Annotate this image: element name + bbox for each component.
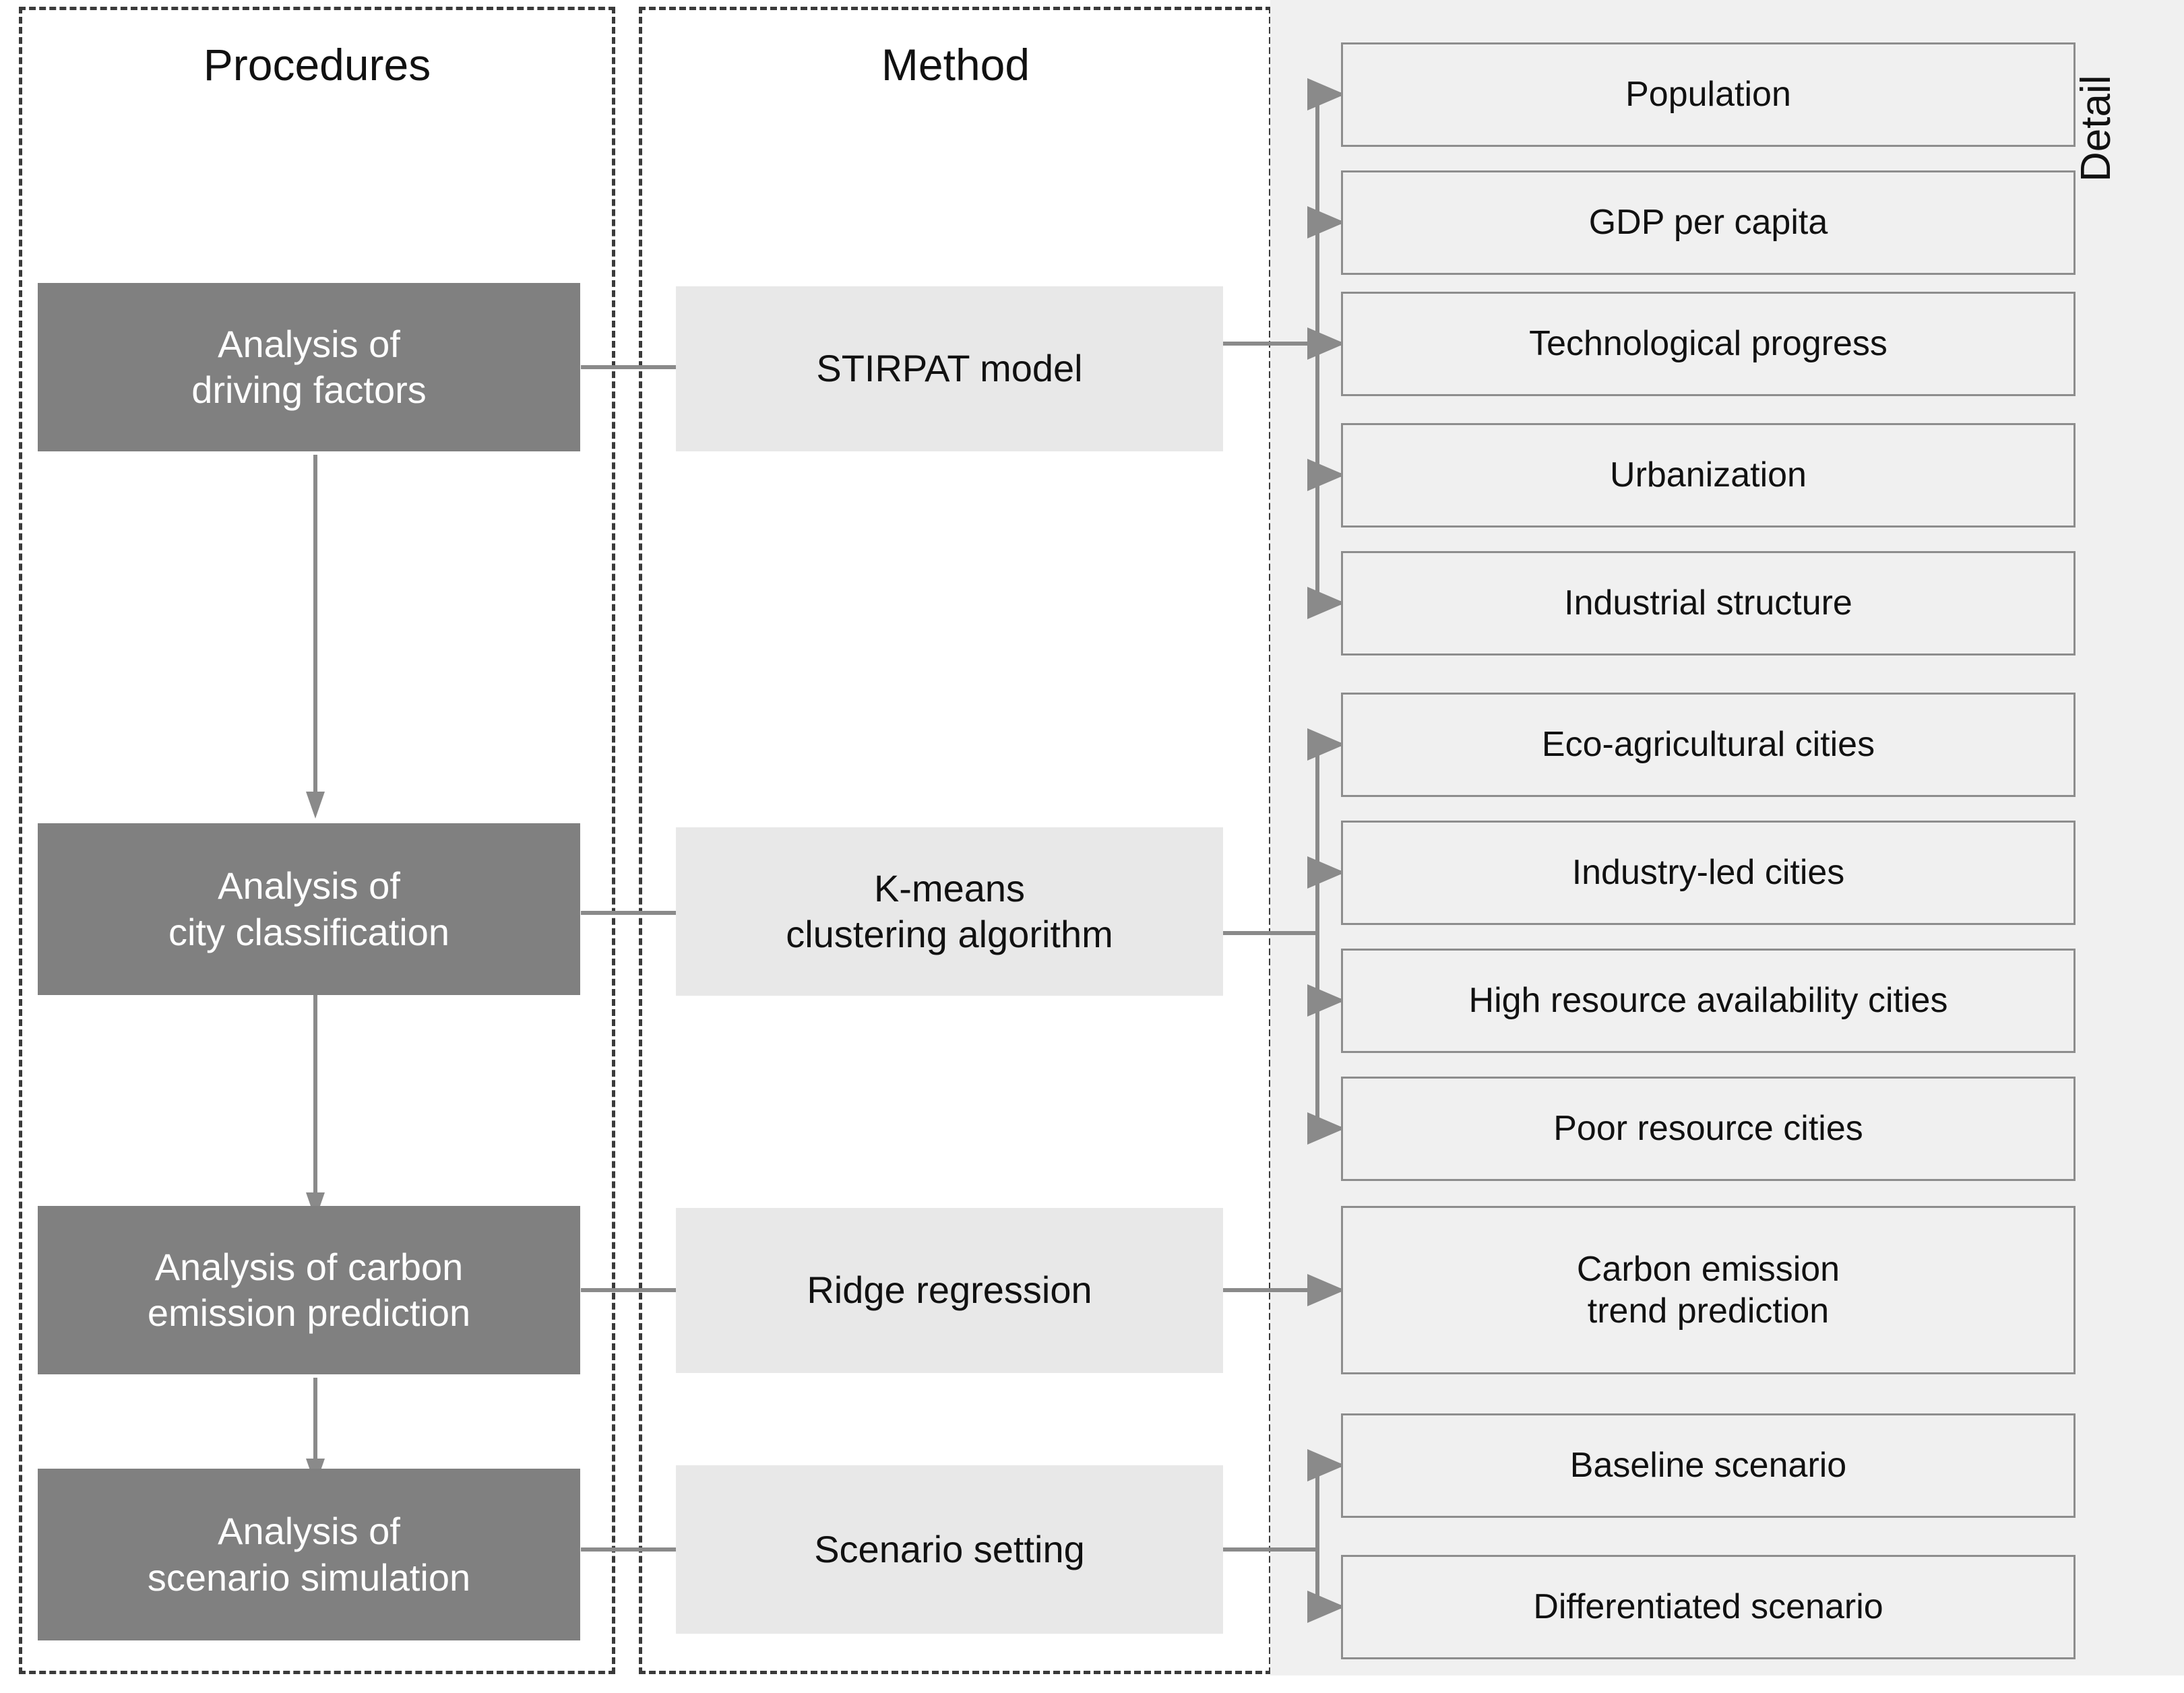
detail-box-differentiated-scenario[interactable]: Differentiated scenario: [1341, 1555, 2076, 1659]
procedures-panel: [19, 7, 615, 1674]
detail-box-industrial-structure[interactable]: Industrial structure: [1341, 551, 2076, 656]
procedure-line-2: emission prediction: [147, 1291, 471, 1334]
method-column-header: Method: [881, 40, 1030, 90]
procedures-column-header: Procedures: [203, 40, 431, 90]
detail-label: Differentiated scenario: [1533, 1587, 1883, 1627]
method-box-stirpat-model[interactable]: STIRPAT model: [676, 286, 1223, 451]
detail-label: Eco-agricultural cities: [1541, 725, 1875, 765]
procedure-line-2: scenario simulation: [147, 1556, 471, 1599]
detail-box-technological-progress[interactable]: Technological progress: [1341, 292, 2076, 396]
procedure-box-carbon-emission-prediction[interactable]: Analysis of carbon emission prediction: [38, 1206, 580, 1374]
method-box-kmeans-clustering[interactable]: K-means clustering algorithm: [676, 827, 1223, 996]
method-box-ridge-regression[interactable]: Ridge regression: [676, 1208, 1223, 1373]
detail-box-urbanization[interactable]: Urbanization: [1341, 423, 2076, 528]
detail-box-high-resource-availability-cities[interactable]: High resource availability cities: [1341, 949, 2076, 1053]
method-line-1: Ridge regression: [807, 1269, 1092, 1312]
detail-label: Population: [1625, 75, 1791, 115]
detail-label-line-2: trend prediction: [1587, 1291, 1830, 1331]
method-line-1: Scenario setting: [814, 1527, 1085, 1570]
detail-label: Technological progress: [1529, 324, 1887, 364]
procedure-box-city-classification[interactable]: Analysis of city classification: [38, 823, 580, 995]
detail-label-line-1: Carbon emission: [1576, 1249, 1840, 1289]
detail-box-baseline-scenario[interactable]: Baseline scenario: [1341, 1413, 2076, 1518]
detail-box-gdp-per-capita[interactable]: GDP per capita: [1341, 170, 2076, 275]
procedure-box-driving-factors[interactable]: Analysis of driving factors: [38, 283, 580, 451]
method-line-1: K-means: [873, 866, 1026, 909]
method-line-1: STIRPAT model: [816, 347, 1083, 390]
detail-label: GDP per capita: [1588, 203, 1828, 243]
detail-box-population[interactable]: Population: [1341, 42, 2076, 147]
detail-label: Industry-led cities: [1571, 853, 1845, 893]
procedure-line-1: Analysis of: [218, 864, 400, 907]
procedure-line-2: city classification: [168, 910, 450, 953]
detail-column-header: Detail: [2073, 75, 2119, 182]
procedure-line-1: Analysis of: [218, 1510, 400, 1553]
method-line-2: clustering algorithm: [786, 913, 1113, 955]
method-box-scenario-setting[interactable]: Scenario setting: [676, 1465, 1223, 1634]
detail-box-eco-agricultural-cities[interactable]: Eco-agricultural cities: [1341, 693, 2076, 797]
detail-label: Industrial structure: [1564, 583, 1852, 623]
detail-label: Urbanization: [1610, 455, 1807, 495]
detail-box-poor-resource-cities[interactable]: Poor resource cities: [1341, 1077, 2076, 1181]
detail-box-carbon-emission-trend-prediction[interactable]: Carbon emission trend prediction: [1341, 1206, 2076, 1374]
detail-label: Poor resource cities: [1553, 1109, 1863, 1149]
procedure-line-1: Analysis of carbon: [154, 1245, 464, 1288]
detail-label: High resource availability cities: [1468, 981, 1948, 1021]
procedure-box-scenario-simulation[interactable]: Analysis of scenario simulation: [38, 1469, 580, 1640]
procedure-line-1: Analysis of: [218, 322, 400, 365]
procedure-line-2: driving factors: [191, 369, 427, 411]
detail-box-industry-led-cities[interactable]: Industry-led cities: [1341, 821, 2076, 925]
detail-label: Baseline scenario: [1569, 1446, 1847, 1486]
